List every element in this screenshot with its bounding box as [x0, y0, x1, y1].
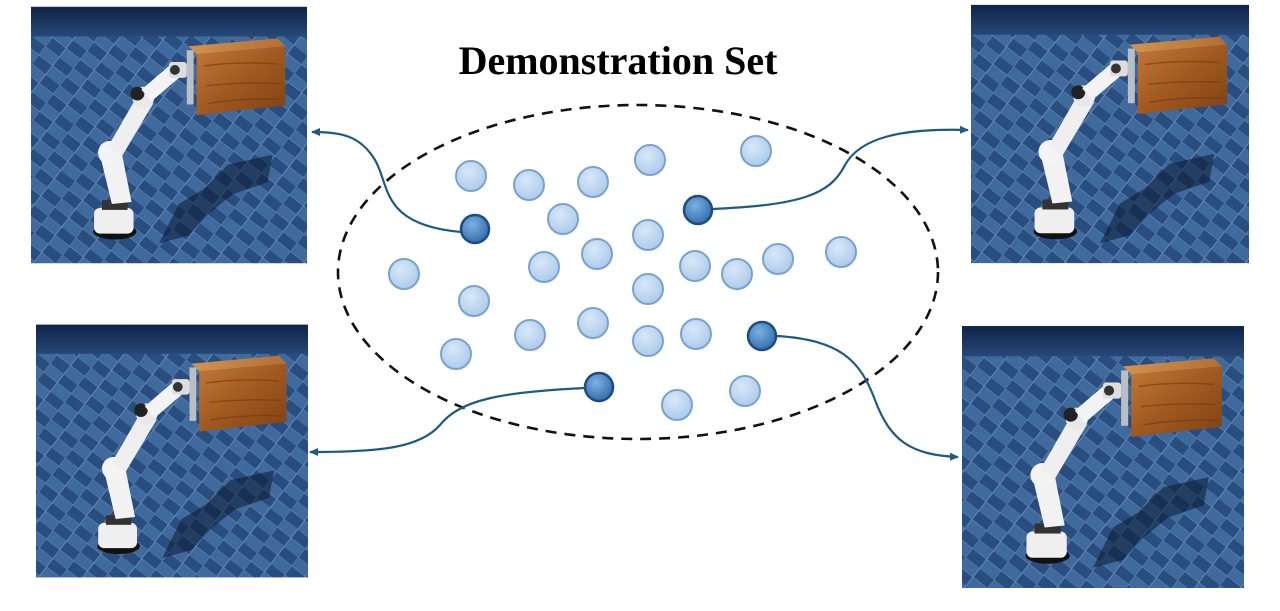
demonstration-point: [514, 319, 546, 351]
demonstration-point: [729, 375, 761, 407]
robot-arm-opening-drawer-icon: [31, 6, 307, 264]
selected-demonstration-point: [682, 194, 714, 226]
robot-arm-opening-drawer-icon: [962, 325, 1244, 589]
selection-arrows: [309, 125, 969, 461]
demonstration-point: [388, 258, 420, 290]
demonstration-point: [513, 169, 545, 201]
diagram-title: Demonstration Set: [459, 38, 779, 83]
demonstration-set-boundary: [336, 103, 940, 441]
robot-arm-opening-drawer-icon: [971, 4, 1249, 264]
demonstration-point: [634, 144, 666, 176]
arrow-to-bottom-left: [309, 386, 586, 456]
demonstration-point: [825, 236, 857, 268]
demonstration-point: [632, 219, 664, 251]
demonstration-point: [632, 325, 664, 357]
demo-panel-bottom-left: [36, 323, 308, 579]
demonstration-point: [680, 318, 712, 350]
demonstration-point: [740, 135, 772, 167]
demonstration-point: [528, 251, 560, 283]
demonstration-point: [547, 203, 579, 235]
robot-arm-opening-drawer-icon: [36, 323, 308, 579]
arrow-to-top-right: [712, 125, 969, 211]
demonstration-point: [581, 238, 613, 270]
selected-demonstration-point: [459, 213, 491, 245]
selected-demonstrations: [459, 194, 778, 403]
demonstration-point: [632, 273, 664, 305]
demonstration-point: [440, 338, 472, 370]
selected-demonstration-point: [583, 371, 615, 403]
demonstration-point: [458, 285, 490, 317]
arrow-to-top-left: [311, 128, 462, 234]
demonstration-dots: [388, 135, 857, 421]
demo-panel-top-left: [31, 6, 307, 264]
demonstration-point: [577, 166, 609, 198]
demonstration-point: [721, 258, 753, 290]
demo-panel-top-right: [971, 4, 1249, 264]
demonstration-point: [661, 389, 693, 421]
demonstration-point: [762, 243, 794, 275]
demonstration-point: [577, 307, 609, 339]
demonstration-point: [679, 250, 711, 282]
demonstration-point: [455, 160, 487, 192]
selected-demonstration-point: [746, 320, 778, 352]
arrow-to-bottom-right: [776, 334, 959, 461]
demo-panel-bottom-right: [962, 325, 1244, 589]
